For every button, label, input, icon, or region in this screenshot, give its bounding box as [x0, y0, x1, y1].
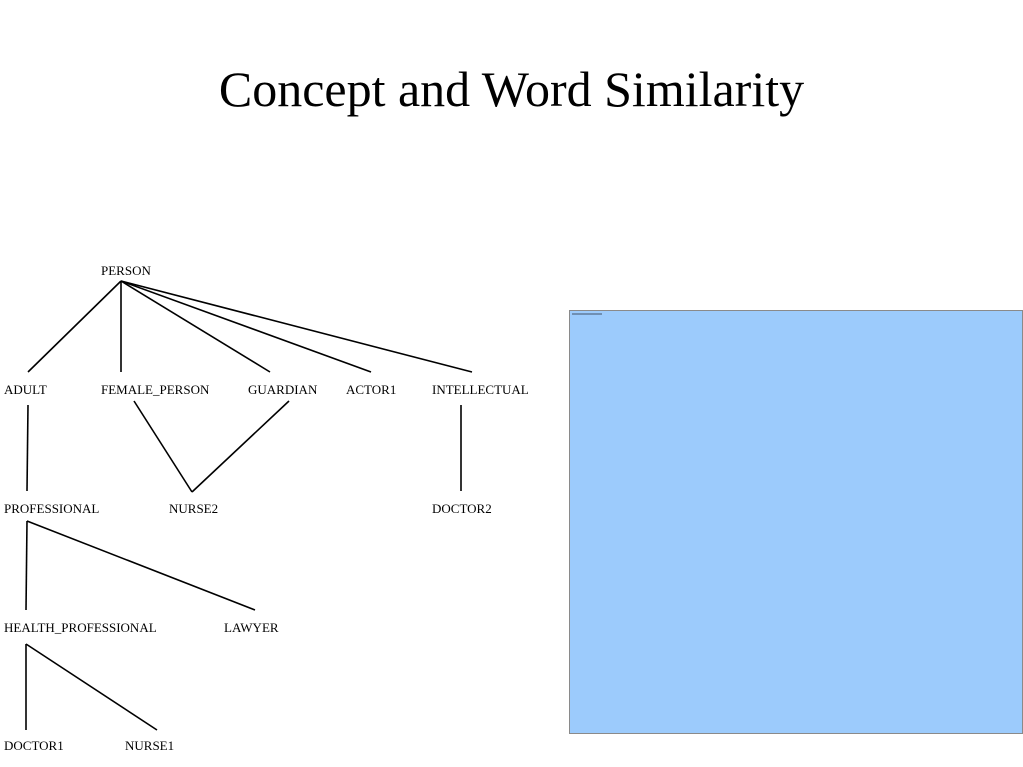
edge-person-to-intellectual [120, 280, 473, 373]
edge-person-to-guardian [120, 280, 271, 373]
edge-adult-to-professional [26, 404, 29, 492]
edge-professional-to-lawyer [26, 520, 256, 611]
node-person: PERSON [101, 263, 151, 278]
placeholder-caption-mark [572, 313, 602, 315]
edge-guardian-to-nurse2 [191, 400, 290, 493]
taxonomy-diagram: PERSON ADULT FEMALE_PERSON GUARDIAN ACTO… [0, 255, 560, 767]
node-health-professional: HEALTH_PROFESSIONAL [4, 620, 157, 635]
node-intellectual: INTELLECTUAL [432, 382, 529, 397]
node-actor1: ACTOR1 [346, 382, 397, 397]
node-female-person: FEMALE_PERSON [101, 382, 210, 397]
edge-person-to-adult [27, 280, 122, 373]
node-doctor1: DOCTOR1 [4, 738, 64, 753]
node-nurse2: NURSE2 [169, 501, 219, 516]
edge-layer [25, 280, 473, 731]
node-doctor2: DOCTOR2 [432, 501, 492, 516]
node-nurse1: NURSE1 [125, 738, 175, 753]
node-professional: PROFESSIONAL [4, 501, 100, 516]
node-adult: ADULT [4, 382, 47, 397]
slide-title: Concept and Word Similarity [218, 61, 805, 117]
edge-professional-to-health-professional [25, 520, 28, 611]
node-guardian: GUARDIAN [248, 382, 318, 397]
image-placeholder-panel [569, 310, 1023, 734]
edge-female-person-to-nurse2 [133, 400, 193, 493]
node-lawyer: LAWYER [224, 620, 279, 635]
edge-person-to-actor1 [120, 280, 372, 373]
edge-health-professional-to-nurse1 [25, 643, 158, 731]
